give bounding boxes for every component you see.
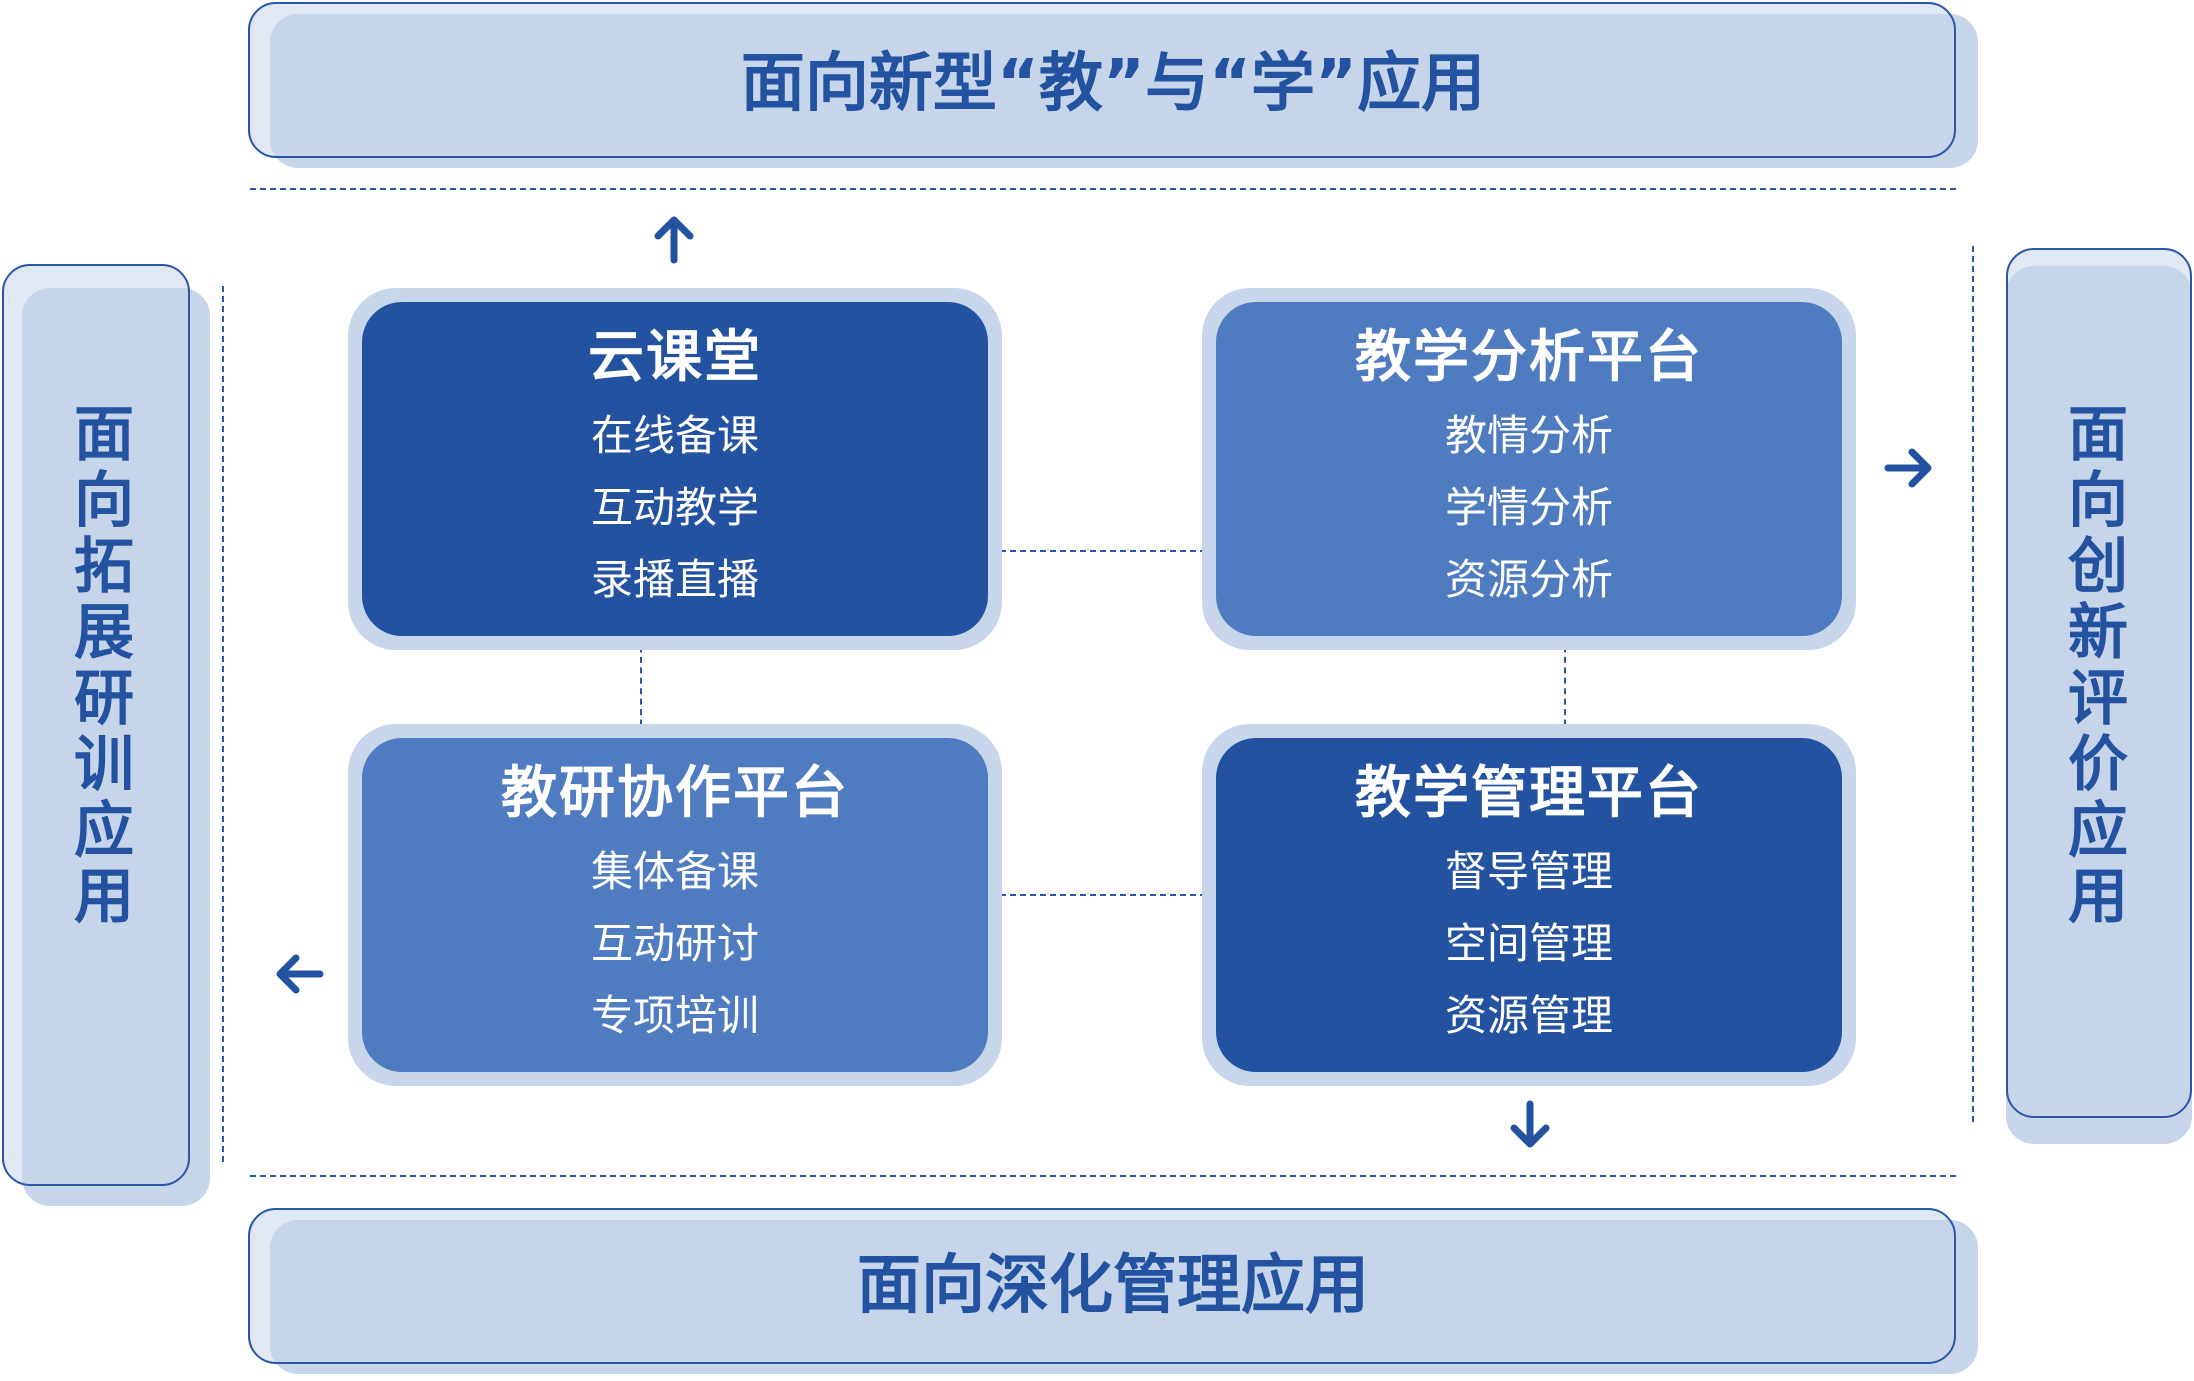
left-application-band: 面向拓展研训应用 [0,262,212,1210]
card-item: 录播直播 [590,555,759,604]
arrow-up-icon [644,210,704,270]
left-separator [222,286,224,1162]
card-item: 资源分析 [1444,555,1613,604]
top-band-label: 面向新型“教”与“学”应用 [740,47,1486,121]
card-title: 教研协作平台 [501,761,849,826]
cloud-classroom-card: 云课堂 在线备课 互动教学 录播直播 [348,288,1002,650]
card-item: 督导管理 [1444,847,1613,896]
arrow-left-icon [270,944,330,1004]
right-band-label: 面向创新评价应用 [2068,400,2128,932]
connector-top-cards [990,550,1206,552]
card-item: 学情分析 [1444,483,1613,532]
top-application-band: 面向新型“教”与“学”应用 [248,0,1978,168]
card-title: 教学分析平台 [1355,325,1703,390]
card-title: 教学管理平台 [1355,761,1703,826]
arrow-down-icon [1500,1094,1560,1154]
card-item: 资源管理 [1444,991,1613,1040]
left-band-label: 面向拓展研训应用 [74,400,134,932]
right-separator [1972,246,1974,1122]
bottom-band-label: 面向深化管理应用 [857,1249,1369,1323]
teaching-analysis-card: 教学分析平台 教情分析 学情分析 资源分析 [1202,288,1856,650]
card-item: 空间管理 [1444,919,1613,968]
card-item: 教情分析 [1444,411,1613,460]
bottom-separator [250,1175,1956,1177]
connector-bottom-cards [990,894,1206,896]
card-item: 在线备课 [590,411,759,460]
research-collaboration-card: 教研协作平台 集体备课 互动研讨 专项培训 [348,724,1002,1086]
arrow-right-icon [1878,438,1938,498]
card-item: 专项培训 [590,991,759,1040]
connector-left-cards [640,636,642,736]
connector-right-cards [1564,636,1566,736]
card-item: 互动研讨 [590,919,759,968]
top-separator [250,188,1956,190]
right-application-band: 面向创新评价应用 [1990,246,2194,1146]
bottom-application-band: 面向深化管理应用 [248,1206,1978,1376]
teaching-management-card: 教学管理平台 督导管理 空间管理 资源管理 [1202,724,1856,1086]
card-item: 互动教学 [590,483,759,532]
card-title: 云课堂 [588,325,762,390]
card-item: 集体备课 [590,847,759,896]
